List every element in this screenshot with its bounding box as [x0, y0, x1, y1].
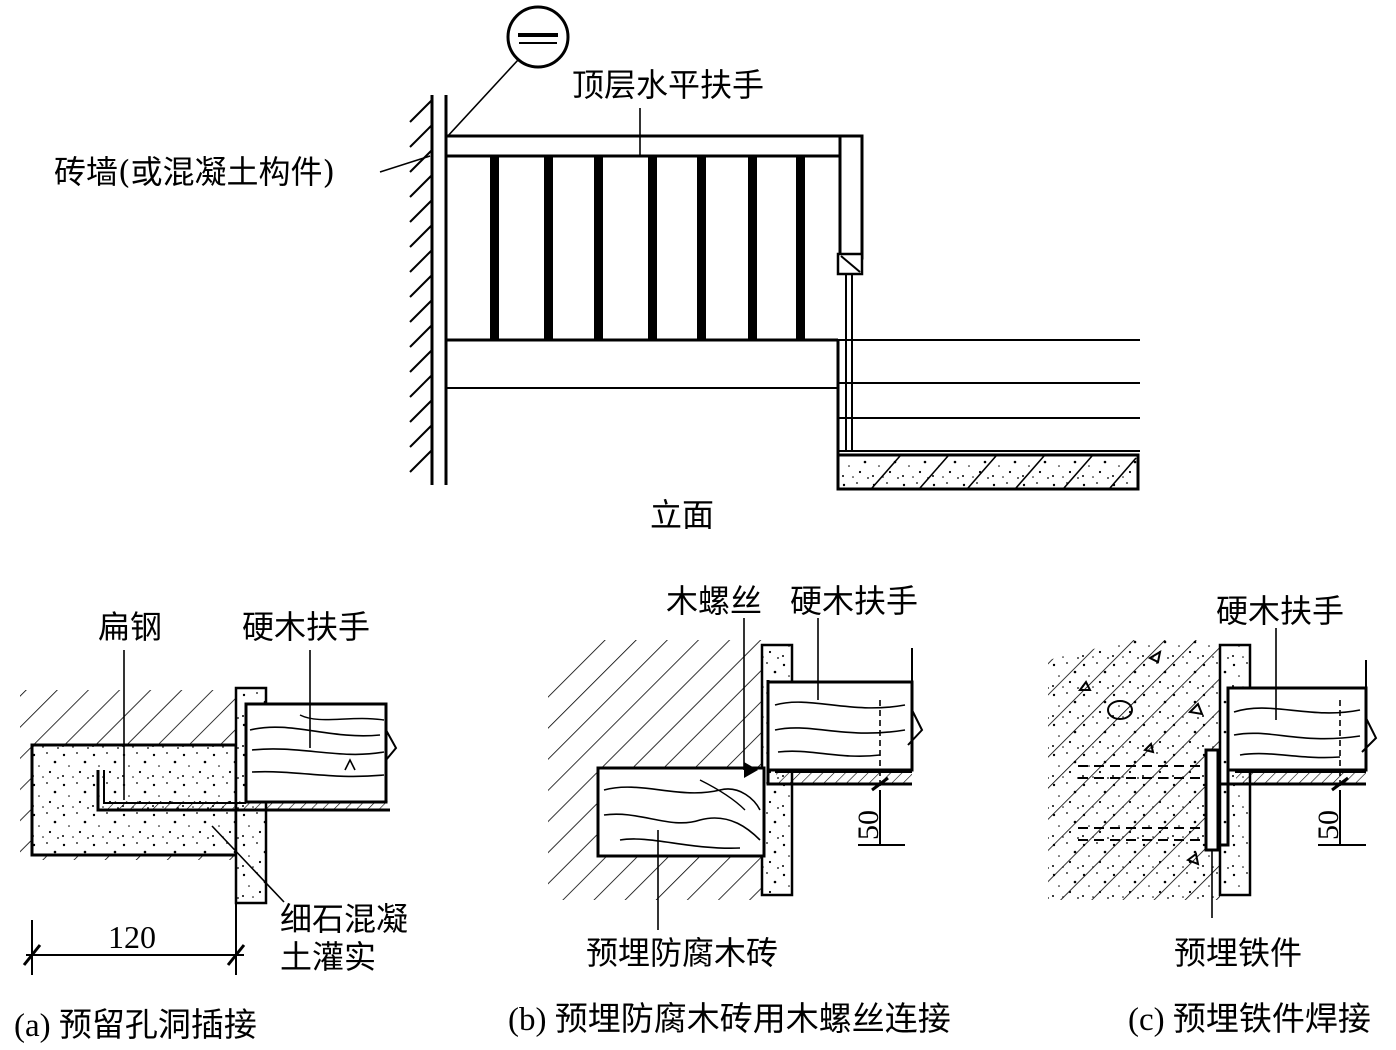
end-newel-post: [836, 134, 864, 450]
wall-leader-line: [379, 155, 431, 173]
embedded-iron-plate: [1078, 748, 1220, 918]
wood-screw: [744, 762, 758, 778]
hardwood-rail-a: [244, 702, 398, 804]
top-rail-label: 顶层水平扶手: [572, 66, 764, 104]
dim-value-b: 50: [852, 810, 885, 840]
grout-leader-a: [211, 825, 285, 903]
wall-label: 砖墙(或混凝土构件): [54, 153, 335, 191]
detail-c: 50 硬木扶手 预埋铁件 (c) 预埋铁件焊接: [1048, 592, 1378, 1038]
dim-value-c: 50: [1312, 810, 1345, 840]
grout-fill-a: [32, 745, 236, 855]
top-handrail: [444, 108, 864, 158]
flat-steel-label: 扁钢: [98, 608, 162, 646]
hardwood-rail-label-c: 硬木扶手: [1216, 592, 1344, 630]
section-marker: [445, 5, 570, 139]
embedded-iron-label: 预埋铁件: [1174, 934, 1302, 972]
wood-screw-label: 木螺丝: [666, 582, 762, 620]
elevation-view: 顶层水平扶手 砖墙(或混凝土构件) 立面: [54, 5, 1140, 534]
wood-brick-b: [596, 766, 766, 858]
elevation-caption: 立面: [650, 496, 714, 534]
caption-c: (c) 预埋铁件焊接: [1128, 1001, 1371, 1038]
dimension-120: [22, 903, 246, 975]
dimension-50-b: [858, 700, 905, 848]
hardwood-rail-b: [766, 648, 924, 772]
hardwood-rail-c: [1226, 660, 1378, 772]
caption-b: (b) 预埋防腐木砖用木螺丝连接: [508, 1001, 951, 1038]
brick-wall: [409, 95, 448, 485]
landing-floor: [446, 338, 1140, 491]
balusters: [490, 157, 805, 339]
detail-b: 50 木螺丝 硬木扶手 预埋防腐木砖 (b) 预埋防腐木砖用木螺丝连接: [508, 582, 951, 1038]
wood-brick-label: 预埋防腐木砖: [586, 934, 778, 972]
dim-value-a: 120: [108, 919, 156, 955]
flat-steel-a: [96, 770, 390, 812]
grout-label-line2: 土灌实: [280, 938, 376, 976]
hardwood-rail-label-a: 硬木扶手: [242, 608, 370, 646]
grout-label-line1: 细石混凝: [280, 900, 408, 938]
dimension-50-c: [1318, 700, 1366, 848]
caption-a: (a) 预留孔洞插接: [14, 1007, 257, 1044]
hardwood-rail-label-b: 硬木扶手: [790, 582, 918, 620]
detail-a: 120 扁钢 硬木扶手 细石混凝 土灌实 (a) 预留孔洞插接: [14, 608, 408, 1044]
aggregate-c: [1078, 649, 1204, 866]
